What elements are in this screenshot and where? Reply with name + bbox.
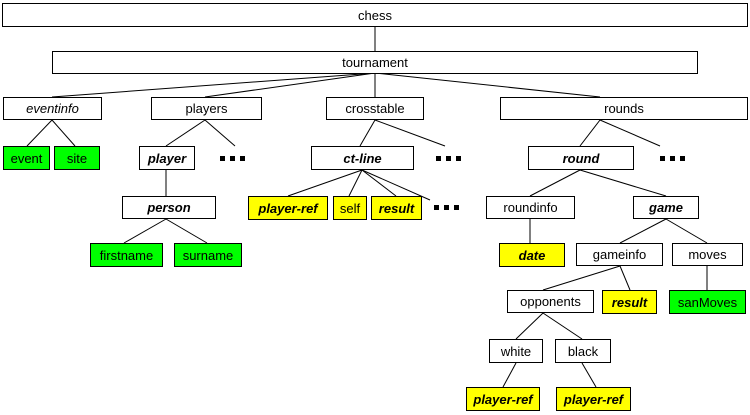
node-surname: surname xyxy=(174,243,242,267)
node-ct-line: ct-line xyxy=(311,146,414,170)
node-player-ref-black: player-ref xyxy=(556,387,631,411)
node-black: black xyxy=(555,339,611,363)
node-eventinfo: eventinfo xyxy=(3,97,102,120)
node-person: person xyxy=(122,196,216,219)
node-players: players xyxy=(151,97,262,120)
node-crosstable: crosstable xyxy=(326,97,424,120)
node-player-ref-white: player-ref xyxy=(466,387,540,411)
node-opponents: opponents xyxy=(507,290,594,313)
node-rounds: rounds xyxy=(500,97,748,120)
rounds-more-indicator xyxy=(660,156,685,161)
node-sanMoves: sanMoves xyxy=(669,290,746,314)
players-more-indicator xyxy=(220,156,245,161)
node-player-ref-crosstable: player-ref xyxy=(248,196,328,220)
crosstable-more-indicator xyxy=(436,156,461,161)
node-gameinfo: gameinfo xyxy=(576,243,663,266)
node-roundinfo: roundinfo xyxy=(486,196,575,219)
node-chess: chess xyxy=(2,3,748,27)
node-self: self xyxy=(333,196,367,220)
node-date: date xyxy=(499,243,565,267)
node-event: event xyxy=(3,146,50,170)
node-result-game: result xyxy=(602,290,657,314)
node-moves: moves xyxy=(672,243,743,266)
node-firstname: firstname xyxy=(90,243,163,267)
node-player: player xyxy=(139,146,195,170)
node-result-crosstable: result xyxy=(371,196,422,220)
ct-line-more-indicator xyxy=(434,205,459,210)
node-tournament: tournament xyxy=(52,51,698,74)
node-round: round xyxy=(528,146,634,170)
node-white: white xyxy=(489,339,543,363)
node-site: site xyxy=(54,146,100,170)
node-game: game xyxy=(633,196,699,219)
